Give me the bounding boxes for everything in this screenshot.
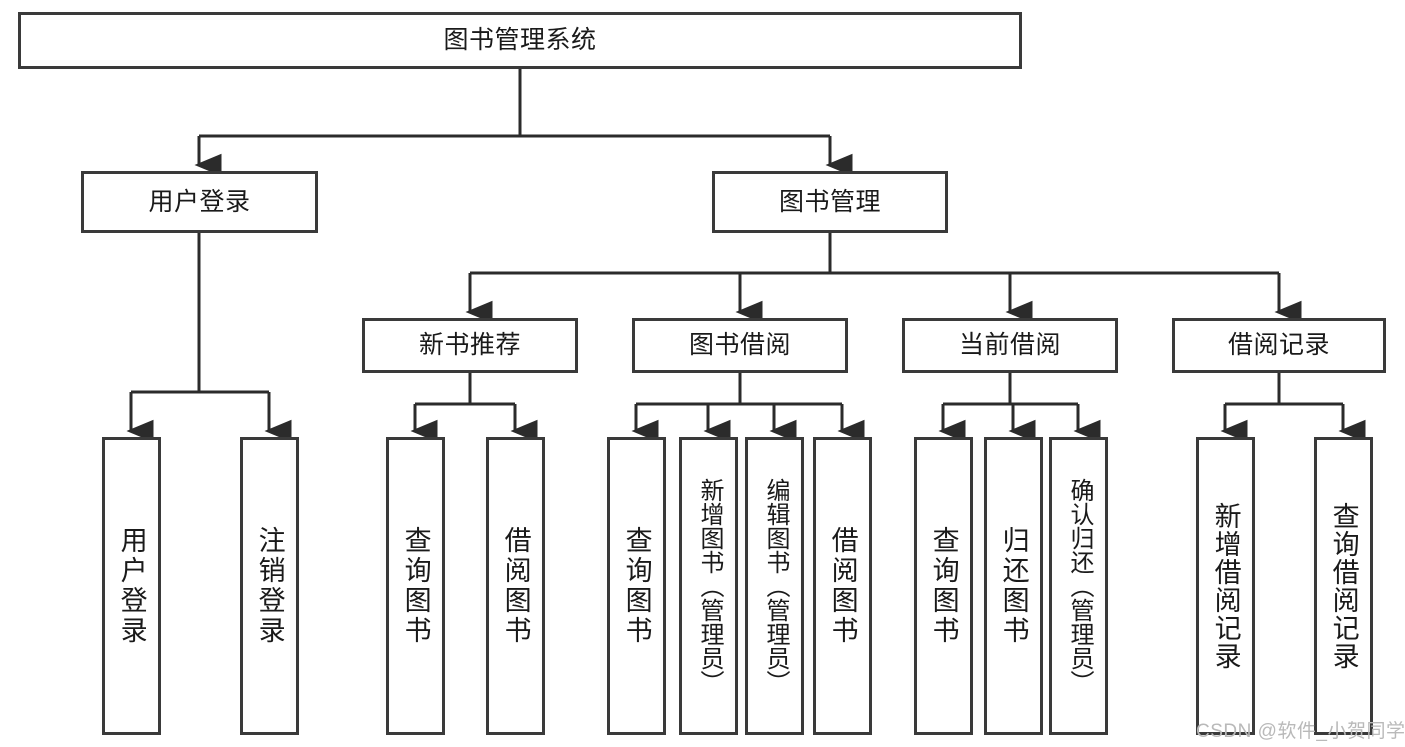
node-leaf-return-book[interactable]: 归还图书 bbox=[984, 437, 1043, 735]
csdn-watermark: CSDN @软件_小贺同学 bbox=[1196, 721, 1405, 742]
node-book-management[interactable]: 图书管理 bbox=[712, 171, 948, 233]
node-leaf-add-book-label: 新增图书（管理员） bbox=[695, 478, 723, 694]
node-leaf-borrow-book[interactable]: 借阅图书 bbox=[813, 437, 872, 735]
node-leaf-logout[interactable]: 注销登录 bbox=[240, 437, 299, 735]
node-leaf-user-login-label: 用户登录 bbox=[116, 526, 147, 646]
node-leaf-query-book-borrow[interactable]: 查询图书 bbox=[607, 437, 666, 735]
node-leaf-query-book-current[interactable]: 查询图书 bbox=[914, 437, 973, 735]
node-leaf-add-borrow-record-label: 新增借阅记录 bbox=[1210, 502, 1241, 670]
node-leaf-query-borrow-record[interactable]: 查询借阅记录 bbox=[1314, 437, 1373, 735]
node-book-management-label: 图书管理 bbox=[778, 187, 881, 216]
node-leaf-confirm-return[interactable]: 确认归还（管理员） bbox=[1049, 437, 1108, 735]
node-current-borrow[interactable]: 当前借阅 bbox=[902, 318, 1118, 373]
node-leaf-add-borrow-record[interactable]: 新增借阅记录 bbox=[1196, 437, 1255, 735]
node-leaf-borrow-book-recommend-label: 借阅图书 bbox=[500, 526, 531, 646]
node-new-book-recommend-label: 新书推荐 bbox=[418, 331, 521, 360]
node-leaf-query-book-current-label: 查询图书 bbox=[928, 526, 959, 646]
node-user-login-label: 用户登录 bbox=[148, 187, 251, 216]
node-leaf-borrow-book-label: 借阅图书 bbox=[827, 526, 858, 646]
node-leaf-edit-book-label: 编辑图书（管理员） bbox=[761, 478, 789, 694]
node-new-book-recommend[interactable]: 新书推荐 bbox=[362, 318, 578, 373]
node-root[interactable]: 图书管理系统 bbox=[18, 12, 1022, 69]
node-leaf-borrow-book-recommend[interactable]: 借阅图书 bbox=[486, 437, 545, 735]
node-user-login[interactable]: 用户登录 bbox=[81, 171, 318, 233]
node-current-borrow-label: 当前借阅 bbox=[958, 331, 1061, 360]
node-leaf-user-login[interactable]: 用户登录 bbox=[102, 437, 161, 735]
node-leaf-query-book-recommend-label: 查询图书 bbox=[400, 526, 431, 646]
node-leaf-logout-label: 注销登录 bbox=[254, 526, 285, 646]
node-book-borrow[interactable]: 图书借阅 bbox=[632, 318, 848, 373]
node-leaf-add-book[interactable]: 新增图书（管理员） bbox=[679, 437, 738, 735]
node-borrow-record[interactable]: 借阅记录 bbox=[1172, 318, 1386, 373]
node-leaf-edit-book[interactable]: 编辑图书（管理员） bbox=[745, 437, 804, 735]
node-leaf-confirm-return-label: 确认归还（管理员） bbox=[1065, 478, 1093, 694]
node-book-borrow-label: 图书借阅 bbox=[688, 331, 791, 360]
node-leaf-query-book-recommend[interactable]: 查询图书 bbox=[386, 437, 445, 735]
node-borrow-record-label: 借阅记录 bbox=[1227, 331, 1330, 360]
node-leaf-return-book-label: 归还图书 bbox=[998, 526, 1029, 646]
node-leaf-query-book-borrow-label: 查询图书 bbox=[621, 526, 652, 646]
node-root-label: 图书管理系统 bbox=[443, 26, 597, 55]
node-leaf-query-borrow-record-label: 查询借阅记录 bbox=[1328, 502, 1359, 670]
